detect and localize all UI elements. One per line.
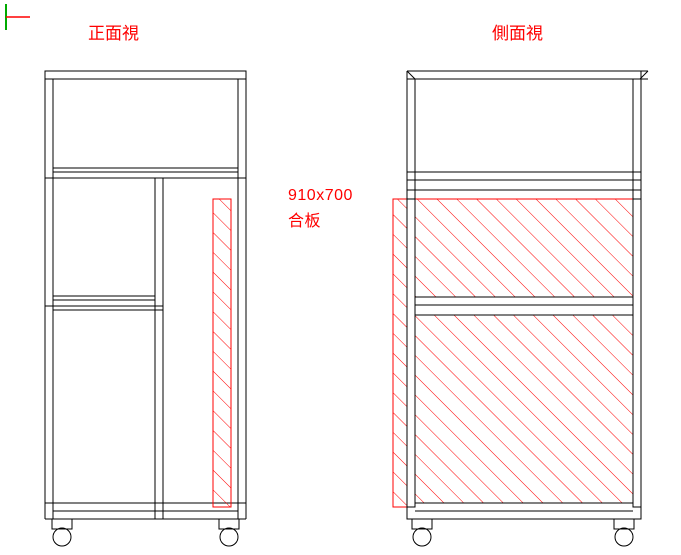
side-view-title: 側面視 [492, 24, 543, 43]
front-view-geometry [44, 70, 247, 547]
green-marker-icon [5, 4, 30, 30]
front-view-title: 正面視 [88, 24, 139, 43]
side-view-overlay-lines [406, 198, 642, 520]
side-caster-left [411, 518, 433, 547]
side-plywood-panel [392, 198, 640, 508]
plywood-note-size: 910x700 [288, 187, 353, 204]
side-caster-right [613, 518, 635, 547]
plywood-note-material: 合板 [288, 213, 322, 230]
front-caster-right [218, 518, 240, 547]
front-plywood-panel [212, 198, 232, 508]
front-caster-left [51, 518, 73, 547]
